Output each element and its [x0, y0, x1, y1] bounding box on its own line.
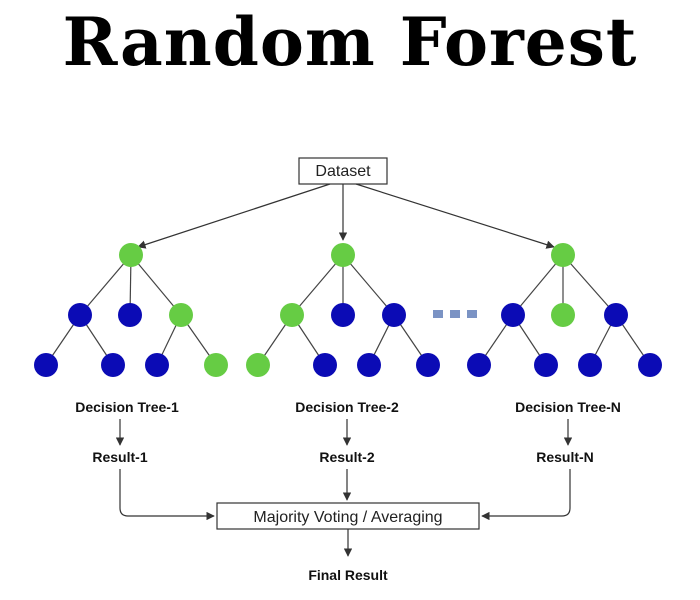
decision-tree-n	[467, 243, 662, 377]
tree-1-label: Decision Tree-1	[75, 399, 179, 415]
tree-2-leaf	[357, 353, 381, 377]
tree-n-node	[604, 303, 628, 327]
tree-1-leaf	[145, 353, 169, 377]
final-result-label: Final Result	[308, 567, 388, 583]
arrow-dataset-tree-n	[355, 183, 555, 249]
aggregator-arrows	[119, 469, 571, 521]
tree-n-node	[501, 303, 525, 327]
tree-n-label: Decision Tree-N	[515, 399, 621, 415]
tree-n-leaf	[578, 353, 602, 377]
tree-n-node	[551, 303, 575, 327]
aggregator-box: Majority Voting / Averaging	[216, 502, 480, 530]
result-n-label: Result-N	[536, 449, 594, 465]
tree-1-node	[68, 303, 92, 327]
tree-n-leaf	[467, 353, 491, 377]
tree-2-leaf	[246, 353, 270, 377]
tree-n-leaf	[534, 353, 558, 377]
tree-1-leaf	[204, 353, 228, 377]
arrow-dataset-tree-1	[137, 183, 331, 249]
dataset-box: Dataset	[298, 157, 388, 185]
tree-2-leaf	[313, 353, 337, 377]
decision-tree-2	[246, 243, 440, 377]
ellipsis-indicator	[433, 310, 477, 318]
tree-n-root-node	[551, 243, 575, 267]
tree-1-leaf	[34, 353, 58, 377]
tree-2-node	[382, 303, 406, 327]
tree-n-leaf	[638, 353, 662, 377]
dataset-arrows	[137, 183, 555, 249]
tree-1-root-node	[119, 243, 143, 267]
aggregator-label: Majority Voting / Averaging	[253, 509, 442, 526]
tree-1-node	[118, 303, 142, 327]
tree-1-leaf	[101, 353, 125, 377]
result-arrows	[115, 419, 573, 446]
result-1-label: Result-1	[92, 449, 147, 465]
tree-2-node	[331, 303, 355, 327]
tree-2-root-node	[331, 243, 355, 267]
tree-2-label: Decision Tree-2	[295, 399, 399, 415]
page-title: Random Forest	[62, 3, 638, 81]
result-2-label: Result-2	[319, 449, 374, 465]
tree-2-leaf	[416, 353, 440, 377]
decision-tree-1	[34, 243, 228, 377]
tree-1-node	[169, 303, 193, 327]
dataset-label: Dataset	[315, 163, 371, 180]
tree-2-node	[280, 303, 304, 327]
